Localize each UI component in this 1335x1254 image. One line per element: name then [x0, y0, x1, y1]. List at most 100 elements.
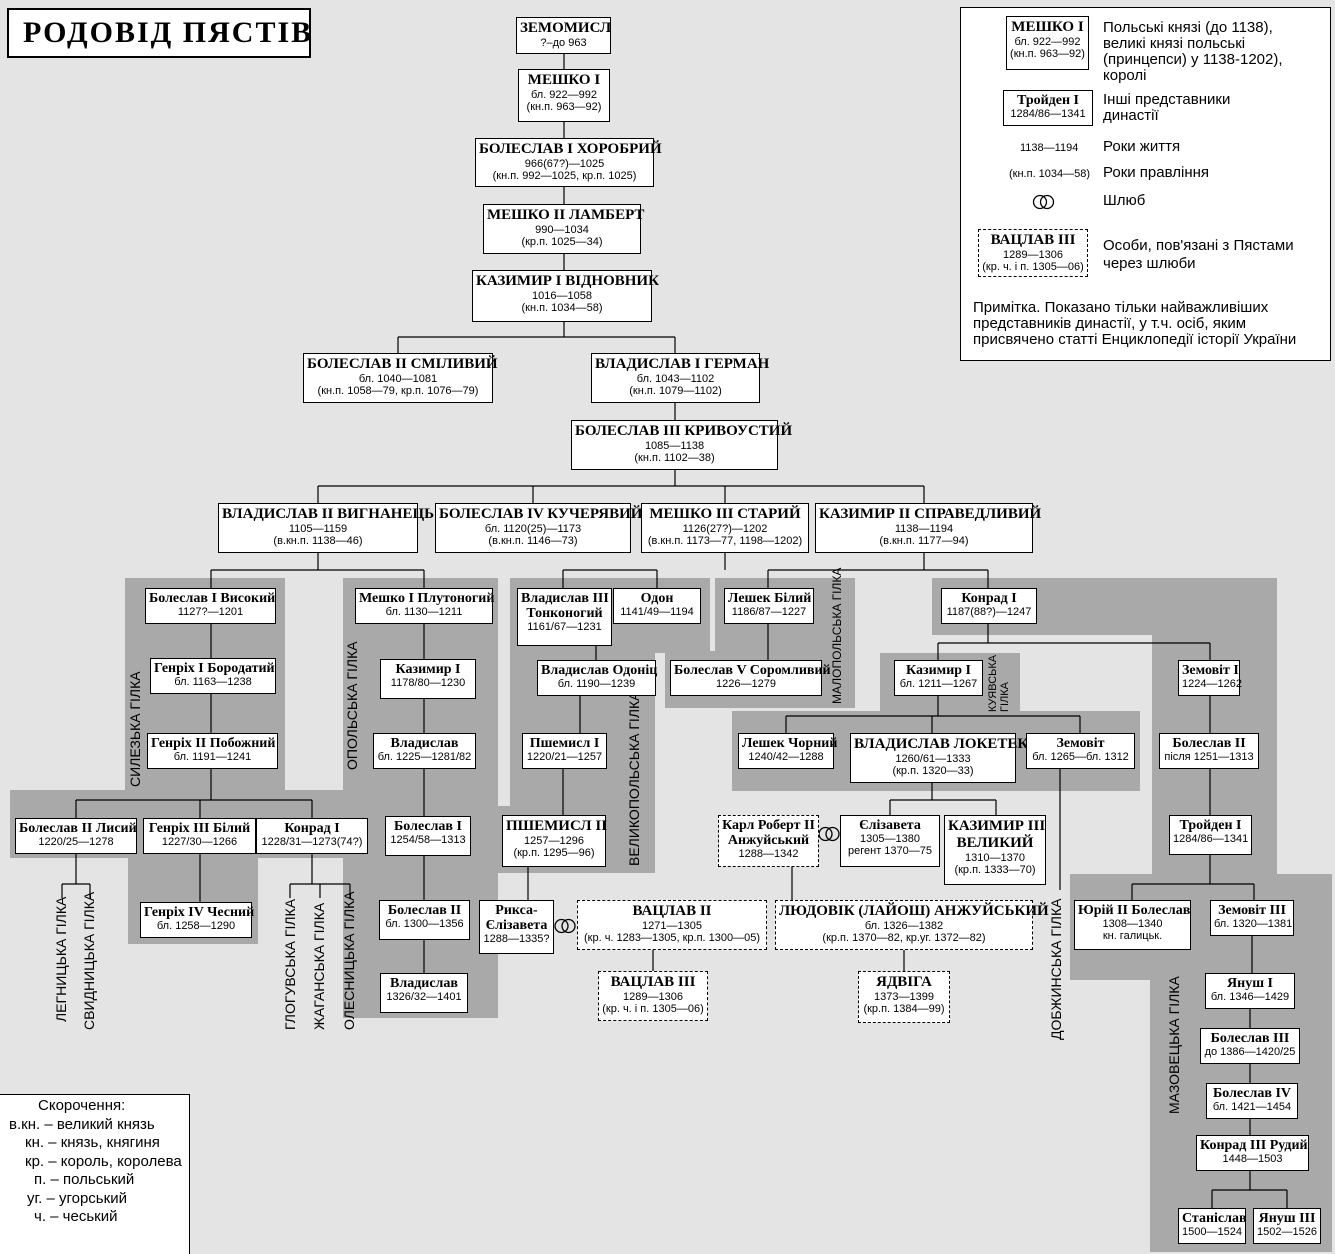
page-title: РОДОВІД ПЯСТІВ [7, 8, 311, 58]
person-years: бл. 1120(25)—1173 [484, 523, 582, 535]
person-name: Болеслав ІІІ [1210, 1031, 1290, 1046]
person-years: бл. 1300—1356 [385, 918, 464, 930]
person-years: (в.кн.п. 1173—77, 1198—1202) [647, 535, 803, 547]
person-years: 1260/61—1333 [895, 753, 971, 765]
person-years: бл. 1258—1290 [156, 920, 236, 932]
person-years: 1224—1262 [1182, 678, 1242, 690]
legend-sample-line: (кр. ч. і п. 1305—06) [982, 261, 1084, 273]
person-years: 1016—1058 [532, 290, 592, 302]
person-name: Рикса- [495, 903, 538, 918]
person-years: 1289—1306 [623, 991, 683, 1003]
person-name: Генріх ІІІ Білий [148, 821, 251, 836]
abbreviations-title: Скорочення: [38, 1097, 126, 1114]
person-years: 1308—1340 [1102, 918, 1163, 930]
legend-text: Шлюб [1103, 192, 1146, 209]
branch-label-dobrzyn: ДОБЖИНСЬКА ГІЛКА [1048, 898, 1064, 1041]
legend-sample-line: 1289—1306 [1003, 249, 1063, 261]
person-name: Казимир І [395, 662, 461, 677]
person-name: Карл Роберт ІІ [722, 818, 815, 833]
person-years: 1288—1335? [483, 933, 550, 945]
person-name: КАЗИМИР ІІ СПРАВЕДЛИВИЙ [819, 506, 1042, 522]
person-name: Болеслав І [394, 819, 462, 834]
person-years: 1500—1524 [1182, 1226, 1242, 1238]
branch-label-kuyavian: КУЯВСЬКА ГІЛКА [987, 654, 1011, 712]
person-years: (кн.п. 963—92) [526, 101, 602, 113]
person-years: 1254/58—1313 [390, 834, 466, 846]
person-box-zemomysl: ЗЕМОМИСЛ?–до 963 [516, 17, 611, 54]
person-name: Юрій ІІ Болеслав [1078, 903, 1191, 918]
person-years: 1326/32—1401 [386, 991, 462, 1003]
legend-sample-polish-ruler: МЕШКО І бл. 922—992 (кн.п. 963—92) [1006, 16, 1089, 70]
person-years: (кн.п. 1079—1102) [629, 385, 722, 397]
person-name: Тройден І [1179, 818, 1242, 833]
legend-sample-related-person: ВАЦЛАВ ІІІ 1289—1306 (кр. ч. і п. 1305—0… [978, 229, 1088, 277]
person-name: Януш І [1227, 976, 1273, 991]
legend-text: Польські князі (до 1138), [1103, 19, 1273, 36]
branch-label-olesnica: ОЛЕСНИЦЬКА ГІЛКА [341, 891, 357, 1030]
person-years: 1226—1279 [716, 678, 776, 690]
person-name: Болеслав IV [1213, 1086, 1291, 1101]
person-years: до 1386—1420/25 [1204, 1046, 1296, 1058]
person-years: 1305—1380 [860, 833, 920, 845]
person-years: бл. 1211—1267 [899, 678, 978, 690]
person-name: Генріх IV Чесний [144, 905, 255, 920]
person-years: 1161/67—1231 [527, 621, 602, 633]
person-years: 1186/87—1227 [731, 606, 807, 618]
person-years: бл. 1190—1239 [557, 678, 636, 690]
person-name: Генріх І Бородатий [154, 661, 275, 676]
person-years: 1127?—1201 [177, 606, 244, 618]
legend-text: (принцепси) у 1138-1202), [1103, 51, 1283, 68]
person-years: (кр. ч. і п. 1305—06) [602, 1003, 704, 1015]
legend-text: Роки життя [1103, 138, 1181, 155]
branch-label-masovian: МАЗОВЕЦЬКА ГІЛКА [1166, 976, 1182, 1114]
person-name: Земовіт ІІІ [1218, 903, 1286, 918]
person-years: (кр.п. 1333—70) [954, 864, 1036, 876]
branch-label-zagan: ЖАГАНСЬКА ГІЛКА [311, 902, 327, 1030]
abbreviation-item: в.кн. – великий князь [9, 1116, 155, 1133]
legend-panel: МЕШКО І бл. 922—992 (кн.п. 963—92) Польс… [960, 7, 1331, 361]
person-years: бл. 922—992 [530, 89, 598, 101]
branch-label-opole: ОПОЛЬСЬКА ГІЛКА [344, 641, 360, 770]
person-name: ЯДВІГА [876, 974, 932, 990]
person-name: ВЛАДИСЛАВ ЛОКЕТЕК [854, 736, 1029, 752]
person-years: 1220/25—1278 [38, 836, 114, 848]
marriage-rings-icon [1032, 194, 1055, 210]
person-years: 1141/49—1194 [620, 606, 694, 618]
abbreviation-item: кн. – князь, княгиня [25, 1134, 160, 1151]
person-years: (кр.п. 1320—33) [892, 765, 974, 777]
person-name: БОЛЕСЛАВ IV КУЧЕРЯВИЙ [439, 506, 643, 522]
person-years: (в.кн.п. 1146—73) [488, 535, 578, 547]
person-years: бл. 1225—1281/82 [377, 751, 472, 763]
marriage-rings-icon [554, 918, 576, 934]
branch-label-greater-poland: ВЕЛИКОПОЛЬСЬКА ГІЛКА [626, 691, 642, 866]
person-years: бл. 1265—бл. 1312 [1032, 751, 1129, 763]
abbreviation-item: уг. – угорський [27, 1190, 127, 1207]
person-name: ВЛАДИСЛАВ І ГЕРМАН [595, 356, 770, 372]
branch-label-legnica: ЛЕГНИЦЬКА ГІЛКА [53, 896, 69, 1022]
person-name: Генріх ІІ Побожний [151, 736, 276, 751]
person-name: Конрад І [284, 821, 340, 836]
